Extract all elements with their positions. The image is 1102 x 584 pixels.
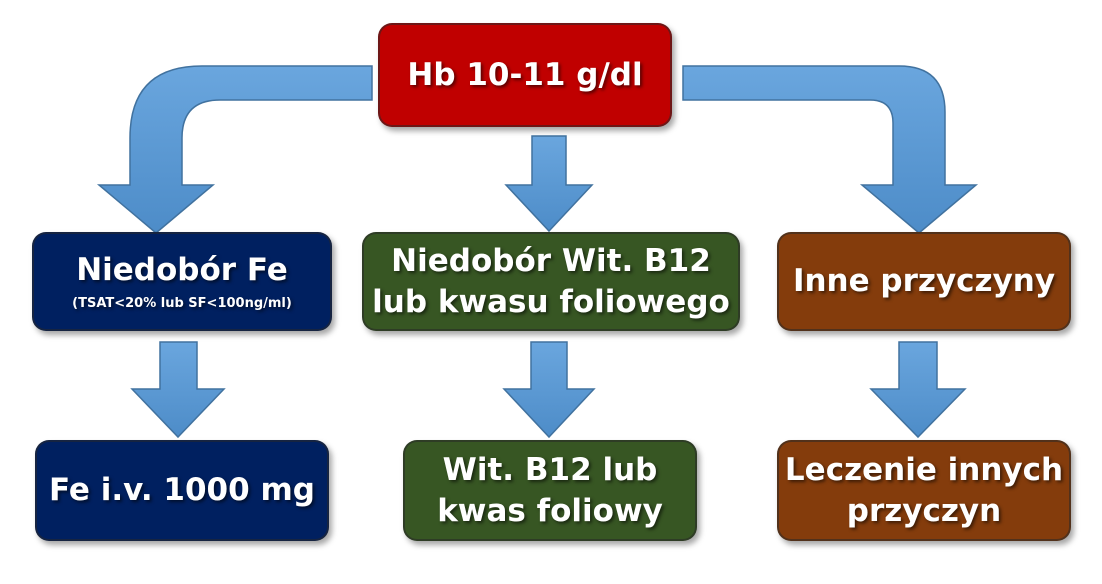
node-other-treatment: Leczenie innych przyczyn [777, 440, 1071, 541]
arrow-iron-to-treatment [130, 341, 226, 439]
node-b12-treatment-line1: Wit. B12 lub [442, 451, 658, 488]
node-other-treatment-line2: przyczyn [846, 492, 1002, 529]
node-other-causes: Inne przyczyny [777, 232, 1071, 331]
node-iron-deficiency-label: Niedobór Fe [76, 252, 288, 288]
arrow-other-to-treatment [869, 341, 967, 439]
node-hb-range-label: Hb 10-11 g/dl [407, 56, 643, 93]
node-hb-range: Hb 10-11 g/dl [378, 23, 672, 127]
node-iron-treatment: Fe i.v. 1000 mg [35, 440, 329, 541]
node-iron-treatment-label: Fe i.v. 1000 mg [49, 472, 315, 508]
node-b12-line1: Niedobór Wit. B12 [391, 242, 711, 279]
node-b12-treatment-line2: kwas foliowy [437, 492, 663, 529]
node-b12-line2: lub kwasu foliowego [372, 283, 730, 320]
node-iron-deficiency: Niedobór Fe (TSAT<20% lub SF<100ng/ml) [32, 232, 332, 331]
node-other-treatment-line1: Leczenie innych [784, 451, 1064, 488]
node-b12-treatment: Wit. B12 lub kwas foliowy [403, 440, 697, 541]
node-other-causes-label: Inne przyczyny [792, 263, 1056, 299]
arrow-b12-to-treatment [502, 341, 596, 439]
arrow-top-to-b12 [504, 135, 594, 233]
node-b12-folate-deficiency: Niedobór Wit. B12 lub kwasu foliowego [362, 232, 740, 331]
arrow-top-to-other [682, 65, 979, 234]
node-iron-deficiency-criteria: (TSAT<20% lub SF<100ng/ml) [72, 296, 292, 311]
arrow-top-to-iron [96, 65, 373, 234]
